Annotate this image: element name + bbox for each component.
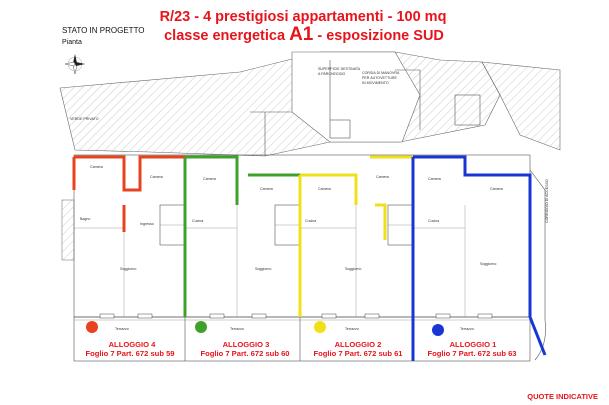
building-outline: CORRIDOIO DI ACCESSO bbox=[61, 154, 549, 362]
svg-text:PER AUTOVETTURE: PER AUTOVETTURE bbox=[362, 76, 397, 80]
alloggio-3-name: ALLOGGIO 3 bbox=[223, 340, 270, 349]
svg-text:Terrazzo: Terrazzo bbox=[460, 327, 474, 331]
svg-text:Cucina: Cucina bbox=[305, 219, 316, 223]
title-line-2: classe energetica A1 - esposizione SUD bbox=[164, 24, 444, 45]
title-energy-prefix: classe energetica bbox=[164, 28, 289, 44]
quote-note: QUOTE INDICATIVE bbox=[527, 392, 598, 401]
alloggio-2-name: ALLOGGIO 2 bbox=[335, 340, 382, 349]
svg-text:Camera: Camera bbox=[428, 177, 441, 181]
svg-text:Camera: Camera bbox=[376, 175, 389, 179]
svg-text:Camera: Camera bbox=[318, 187, 331, 191]
alloggio-4-ref: Foglio 7 Part. 672 sub 59 bbox=[85, 349, 174, 358]
svg-text:Cucina: Cucina bbox=[192, 219, 203, 223]
svg-text:Terrazzo: Terrazzo bbox=[230, 327, 244, 331]
title-exposure: - esposizione SUD bbox=[313, 28, 444, 44]
svg-text:Camera: Camera bbox=[490, 187, 503, 191]
title-line-1: R/23 - 4 prestigiosi appartamenti - 100 … bbox=[160, 9, 447, 25]
alloggio-3-marker bbox=[195, 321, 207, 333]
svg-text:IN MOVIMENTO: IN MOVIMENTO bbox=[362, 81, 389, 85]
svg-text:CORSIA DI MANOVRA: CORSIA DI MANOVRA bbox=[362, 71, 400, 75]
alloggio-1-outline[interactable] bbox=[411, 155, 547, 361]
north-arrow-icon bbox=[64, 54, 85, 75]
alloggio-4-marker bbox=[86, 321, 98, 333]
alloggio-3-outline[interactable] bbox=[183, 155, 302, 317]
alloggio-1-ref: Foglio 7 Part. 672 sub 63 bbox=[427, 349, 516, 358]
unit-caption-alloggio-1[interactable]: ALLOGGIO 1 Foglio 7 Part. 672 sub 63 bbox=[427, 324, 517, 358]
svg-text:Camera: Camera bbox=[260, 187, 273, 191]
svg-text:Bagno: Bagno bbox=[80, 217, 90, 221]
svg-text:Soggiorno: Soggiorno bbox=[255, 267, 271, 271]
svg-text:Terrazzo: Terrazzo bbox=[115, 327, 129, 331]
alloggio-2-outline[interactable] bbox=[298, 155, 415, 317]
room-labels: Camera Camera Bagno Soggiorno Ingresso C… bbox=[80, 165, 503, 331]
svg-text:Terrazzo: Terrazzo bbox=[345, 327, 359, 331]
svg-text:Camera: Camera bbox=[203, 177, 216, 181]
unit-caption-alloggio-2[interactable]: ALLOGGIO 2 Foglio 7 Part. 672 sub 61 bbox=[313, 321, 403, 358]
svg-text:CORRIDOIO DI ACCESSO: CORRIDOIO DI ACCESSO bbox=[545, 179, 549, 223]
project-status: STATO IN PROGETTO bbox=[62, 26, 145, 35]
plan-label: Pianta bbox=[62, 39, 82, 46]
alloggio-2-ref: Foglio 7 Part. 672 sub 61 bbox=[313, 349, 403, 358]
alloggio-1-marker bbox=[432, 324, 444, 336]
svg-text:Soggiorno: Soggiorno bbox=[345, 267, 361, 271]
svg-text:Camera: Camera bbox=[150, 175, 163, 179]
svg-text:Cucina: Cucina bbox=[428, 219, 439, 223]
alloggio-1-name: ALLOGGIO 1 bbox=[450, 340, 498, 349]
alloggio-2-marker bbox=[314, 321, 326, 333]
alloggio-3-ref: Foglio 7 Part. 672 sub 60 bbox=[200, 349, 289, 358]
svg-text:A PARCHEGGIO: A PARCHEGGIO bbox=[318, 72, 345, 76]
svg-text:Ingresso: Ingresso bbox=[140, 222, 154, 226]
svg-text:VERDE PRIVATO: VERDE PRIVATO bbox=[70, 117, 99, 121]
svg-text:Soggiorno: Soggiorno bbox=[120, 267, 136, 271]
svg-text:Soggiorno: Soggiorno bbox=[480, 262, 496, 266]
alloggio-4-outline[interactable] bbox=[72, 155, 187, 317]
alloggio-4-name: ALLOGGIO 4 bbox=[109, 340, 157, 349]
svg-text:Camera: Camera bbox=[90, 165, 103, 169]
title-energy-class: A1 bbox=[289, 24, 314, 45]
unit-caption-alloggio-3[interactable]: ALLOGGIO 3 Foglio 7 Part. 672 sub 60 bbox=[195, 321, 290, 358]
site-context: SUPERFICIE DESTINATA A PARCHEGGIO CORSIA… bbox=[59, 51, 561, 157]
svg-text:SUPERFICIE DESTINATA: SUPERFICIE DESTINATA bbox=[318, 67, 361, 71]
unit-caption-alloggio-4[interactable]: ALLOGGIO 4 Foglio 7 Part. 672 sub 59 bbox=[85, 321, 175, 358]
